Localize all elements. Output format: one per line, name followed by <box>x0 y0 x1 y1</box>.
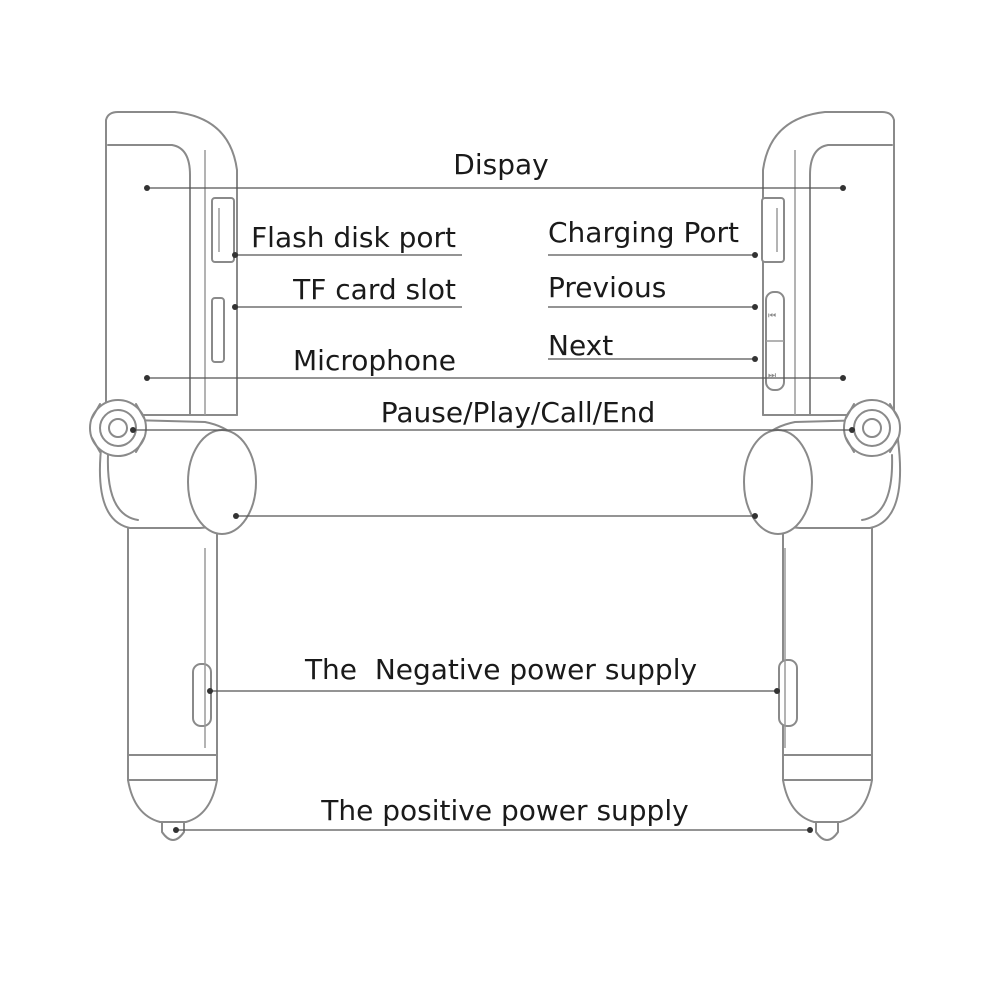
right-device: ⏮ ⏭ <box>743 111 902 841</box>
label-microphone: Microphone <box>293 344 456 377</box>
svg-text:⏮: ⏮ <box>768 311 776 321</box>
svg-text:⏭: ⏭ <box>768 371 776 381</box>
label-flash-disk-port: Flash disk port <box>251 221 456 254</box>
label-display: Dispay <box>453 148 548 181</box>
leader-lines <box>130 185 855 833</box>
label-next: Next <box>548 329 613 362</box>
label-previous: Previous <box>548 271 666 304</box>
left-device <box>89 111 257 841</box>
labels: Dispay Flash disk port TF card slot Micr… <box>251 148 739 827</box>
label-tf-card-slot: TF card slot <box>292 273 456 306</box>
label-positive-supply: The positive power supply <box>320 794 688 827</box>
label-negative-supply: The Negative power supply <box>304 653 697 686</box>
label-charging-port: Charging Port <box>548 216 739 249</box>
label-pause-play: Pause/Play/Call/End <box>381 396 656 429</box>
